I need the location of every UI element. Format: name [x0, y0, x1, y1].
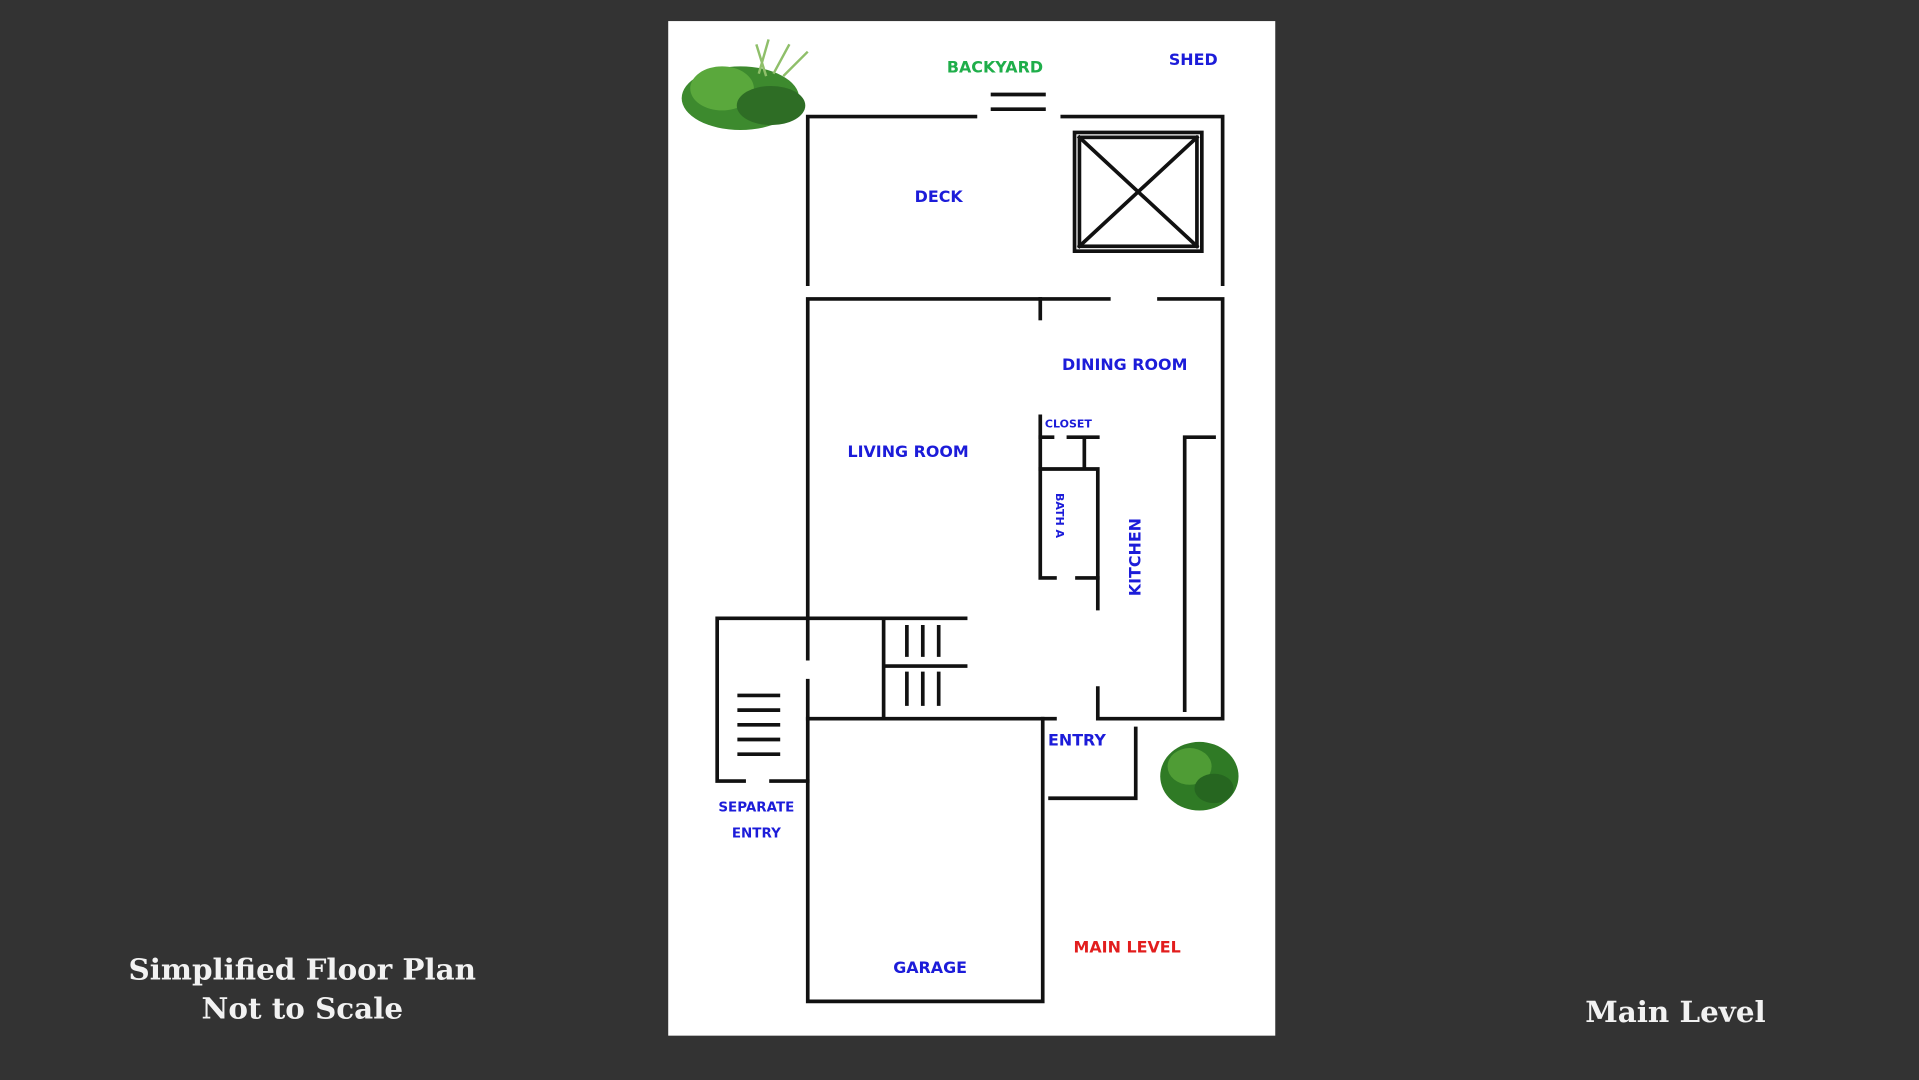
- stairs: [737, 625, 941, 757]
- label-dining-room: DINING ROOM: [1062, 355, 1187, 374]
- floor-plan-panel: [668, 21, 1276, 1036]
- label-separate-entry-1: SEPARATE: [718, 801, 794, 816]
- label-garage: GARAGE: [893, 958, 967, 977]
- label-living-room: LIVING ROOM: [847, 442, 968, 461]
- label-entry: ENTRY: [1048, 731, 1106, 750]
- house-walls: [715, 297, 1225, 1004]
- label-shed: SHED: [1169, 50, 1218, 69]
- plant-icon-backyard: [681, 39, 809, 131]
- caption-subtitle: Not to Scale: [202, 991, 404, 1026]
- label-main-level: MAIN LEVEL: [1074, 937, 1181, 956]
- label-backyard: BACKYARD: [947, 57, 1043, 76]
- caption-title: Simplified Floor Plan: [129, 951, 476, 986]
- shed-box: [1072, 130, 1204, 254]
- label-separate-entry-2: ENTRY: [732, 826, 781, 841]
- label-kitchen: KITCHEN: [1126, 518, 1145, 596]
- plant-icon-entry: [1160, 741, 1239, 811]
- label-deck: DECK: [915, 187, 964, 206]
- deck-walls: [805, 92, 1225, 287]
- label-closet: CLOSET: [1045, 417, 1092, 430]
- label-bath: BATH A: [1053, 493, 1066, 539]
- level-title: Main Level: [1585, 994, 1765, 1029]
